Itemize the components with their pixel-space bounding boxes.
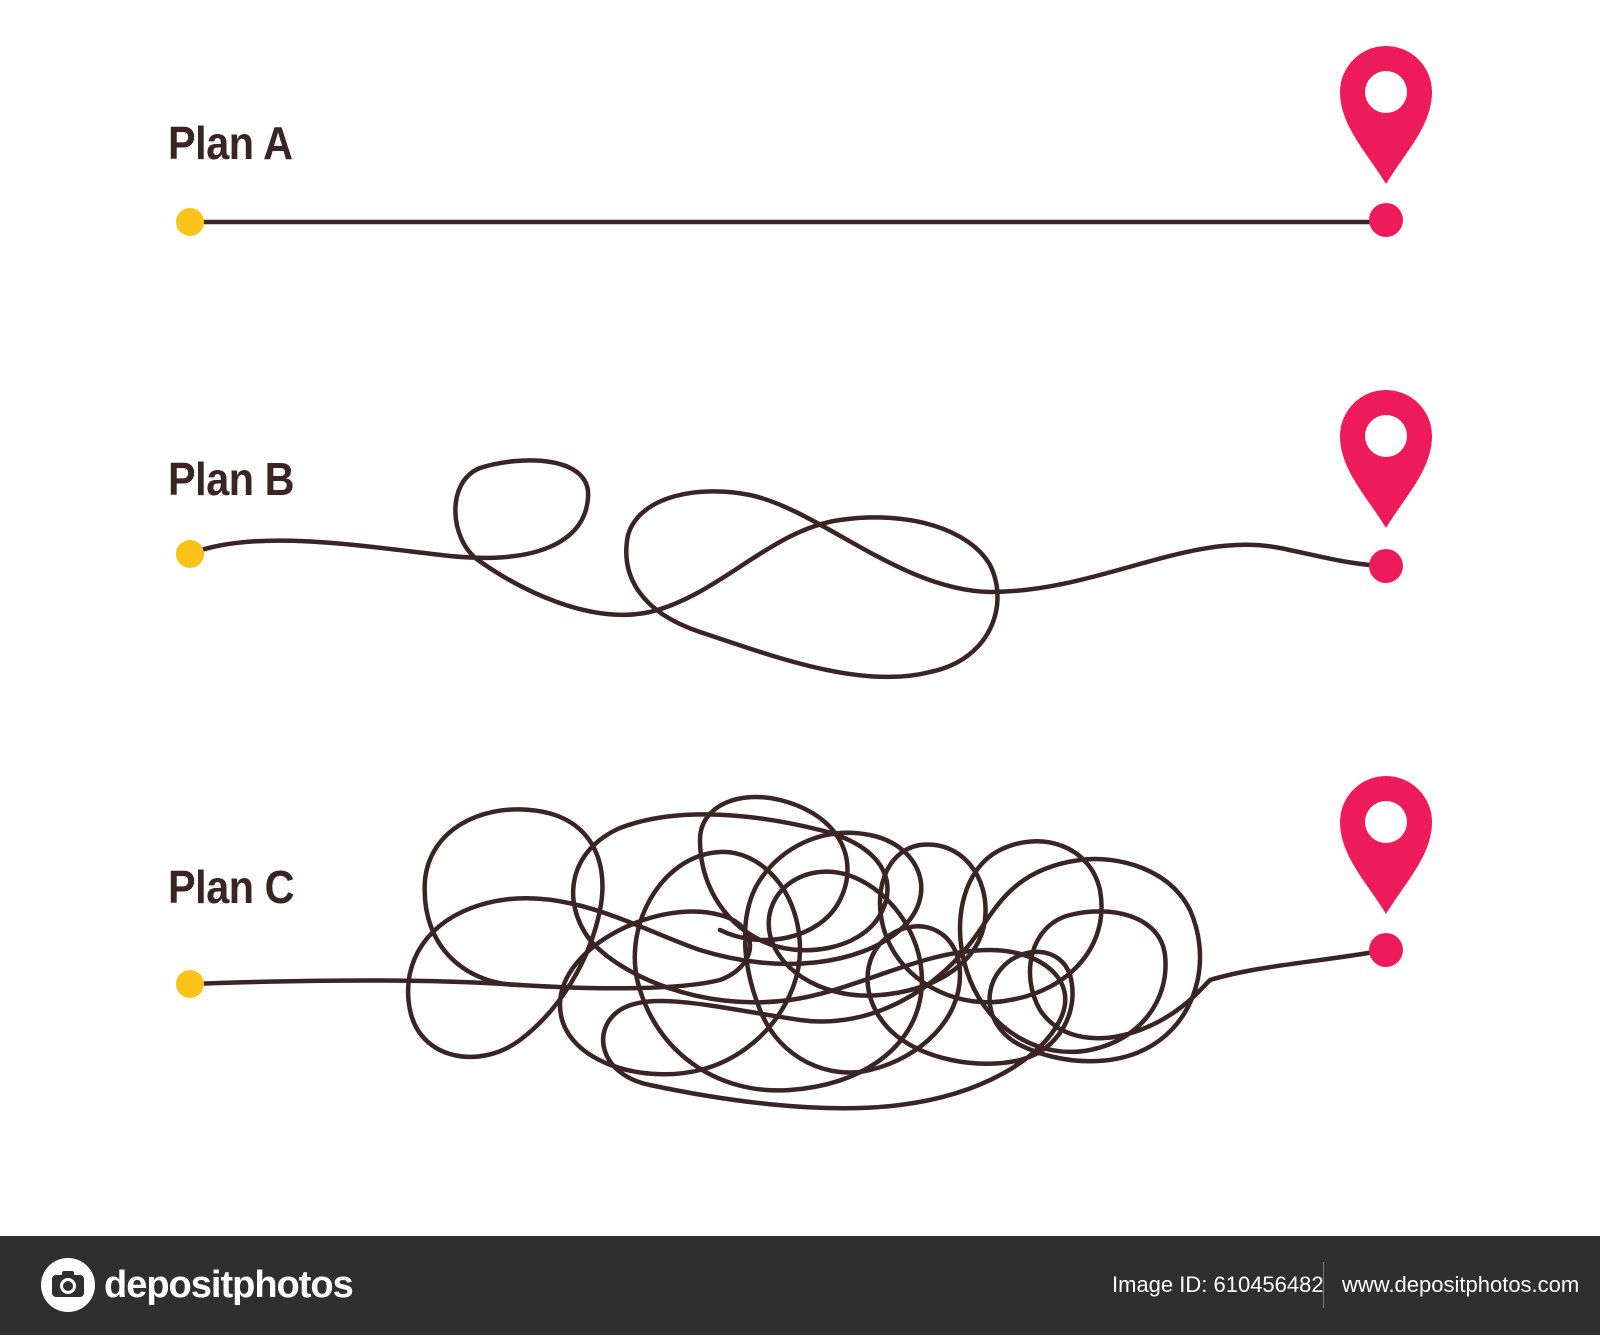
plan-a-end-dot-icon	[1369, 203, 1403, 237]
plan-c-start-dot-icon	[176, 970, 204, 998]
plan-b-path	[187, 458, 1389, 680]
image-id-text: Image ID: 610456482	[1112, 1272, 1324, 1297]
plan-a-location-pin-icon	[1340, 46, 1432, 184]
plan-a-route	[176, 46, 1432, 237]
plan-c-tangle	[405, 794, 1203, 1111]
plan-b-route	[176, 390, 1432, 680]
plan-c-end-dot-icon	[1369, 933, 1403, 967]
diagram-canvas	[176, 46, 1432, 1111]
plan-b-end-dot-icon	[1369, 549, 1403, 583]
footer-bar: depositphotos Image ID: 610456482 www.de…	[0, 1236, 1600, 1335]
site-url-link[interactable]: www.depositphotos.com	[1342, 1272, 1580, 1297]
plan-b-label: Plan B	[168, 453, 295, 505]
plan-c-route	[176, 776, 1432, 1111]
plan-c-location-pin-icon	[1340, 776, 1432, 914]
plan-b-location-pin-icon	[1340, 390, 1432, 528]
plan-b-start-dot-icon	[176, 540, 204, 568]
diagram: Plan A Plan B Plan C	[168, 46, 1432, 1111]
plan-a-label: Plan A	[168, 117, 293, 169]
camera-logo-icon	[41, 1258, 95, 1312]
footer-divider	[1323, 1262, 1324, 1308]
plan-a-start-dot-icon	[176, 208, 204, 236]
brand-logo[interactable]: depositphotos	[40, 1257, 354, 1313]
brand-name: depositphotos	[104, 1263, 354, 1306]
plan-c-label: Plan C	[168, 861, 295, 913]
